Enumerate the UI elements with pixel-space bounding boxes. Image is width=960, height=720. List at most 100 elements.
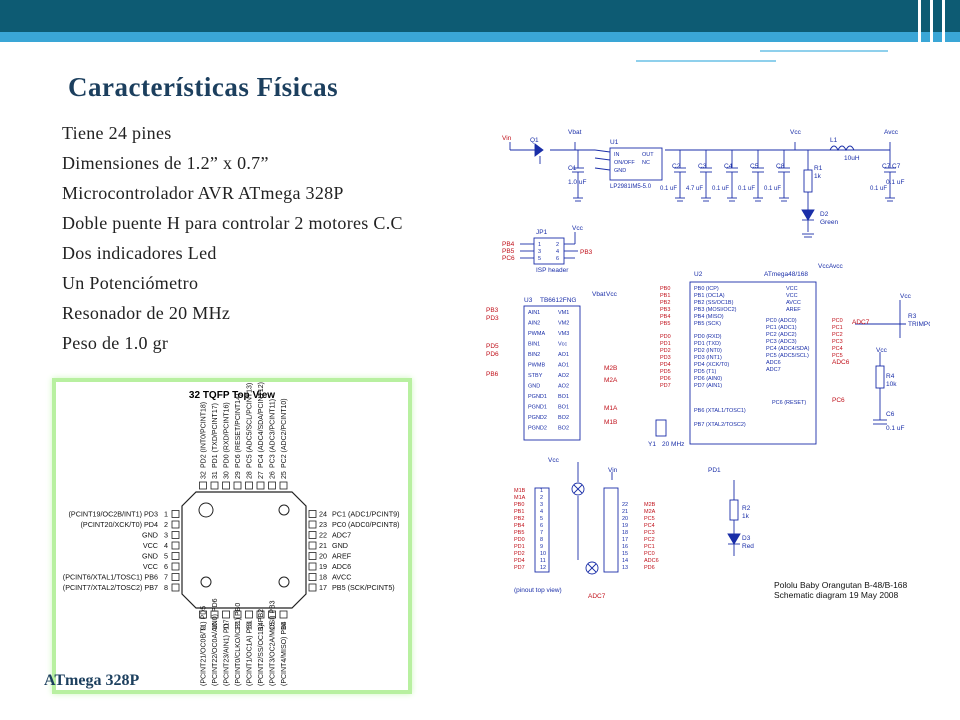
schematic-label: U1 — [610, 139, 619, 146]
schematic-label: PB5 — [502, 248, 515, 255]
schematic-label: M1A — [514, 495, 526, 501]
schematic-label: PC3 — [644, 530, 655, 536]
schematic-label: Green — [820, 219, 838, 226]
chip-pin-number: 23 — [319, 520, 327, 529]
schematic-label: R2 — [742, 505, 751, 512]
schematic-label: 12 — [540, 565, 546, 571]
schematic-label: 16 — [622, 544, 628, 550]
schematic-label: ATmega48/168 — [764, 271, 808, 278]
chip-pin-label: PB5 (SCK/PCINT5) — [332, 583, 395, 592]
header-bar — [0, 0, 960, 32]
schematic-label: 4.7 uF — [686, 186, 703, 192]
schematic-label: 1 — [538, 242, 541, 248]
chip-pin-number: 31 — [212, 471, 219, 479]
schematic-label: Q1 — [530, 137, 539, 144]
schematic-label: M2A — [604, 377, 618, 384]
schematic-label: PB3 (MOSI/OC2) — [694, 307, 737, 313]
schematic-label: PD3 (INT1) — [694, 355, 722, 361]
chip-pin — [256, 610, 265, 619]
schematic-label: 6 — [556, 256, 559, 262]
chip-pin — [171, 541, 180, 550]
feature-item: Microcontrolador AVR ATmega 328P — [62, 183, 344, 203]
header-thin-line — [760, 50, 888, 52]
chip-pin-label: AREF — [332, 552, 352, 561]
schematic-label: 1k — [814, 173, 822, 180]
chip-pin-label: (PCINT23/AIN1) PD7 — [224, 619, 231, 686]
schematic-label: 0.1 uF — [886, 425, 904, 432]
schematic-label: PD6 — [486, 351, 499, 358]
chip-mark — [278, 504, 290, 516]
schematic-label: PC0 (ADC0) — [766, 318, 797, 324]
chip-mark — [278, 576, 290, 588]
chip-pin — [171, 583, 180, 592]
schematic-label: M2B — [604, 365, 617, 372]
chip-pin-number: 11 — [224, 623, 231, 630]
schematic-label: 21 — [622, 509, 628, 515]
schematic-label: PC6 — [832, 397, 845, 404]
schematic-label: 0.1 uF — [886, 179, 904, 186]
schematic-label: PD7 — [514, 565, 525, 571]
schematic-label: C7 — [892, 163, 901, 170]
schematic-label: 0.1 uF — [764, 186, 781, 192]
chip-pin-number: 25 — [281, 471, 288, 479]
chip-pin — [279, 610, 288, 619]
schematic-label: PD4 — [514, 558, 525, 564]
chip-pin-label: (PCINT2/SS/OC1B) PB2 — [258, 609, 265, 686]
schematic-label: 15 — [622, 551, 628, 557]
schematic-title: Pololu Baby Orangutan B-48/B-168 — [774, 580, 908, 590]
header-divider — [930, 0, 933, 32]
chip-pin — [279, 481, 288, 490]
header-accent — [945, 32, 960, 42]
chip-pin — [308, 510, 317, 518]
schematic-label: PB4 (MISO) — [694, 314, 724, 320]
schematic-label: PB3 — [660, 307, 670, 313]
schematic-label: BIN1 — [528, 342, 540, 348]
chip-pin-number: 30 — [224, 471, 231, 479]
schematic-label: PC1 — [832, 325, 843, 331]
chip-pin-label: ADC7 — [332, 531, 351, 540]
schematic-label: ADC6 — [644, 558, 659, 564]
schematic-label: TRIMPOT — [908, 321, 930, 328]
schematic-label: 1k — [742, 513, 750, 520]
schematic-label: PC3 — [832, 339, 843, 345]
schematic-label: PGND1 — [528, 405, 547, 411]
schematic-label: PB6 (XTAL1/TOSC1) — [694, 408, 746, 414]
chip-pin — [308, 573, 317, 581]
feature-list: Tiene 24 pines Dimensiones de 1.2” x 0.7… — [62, 118, 403, 358]
schematic-label: 20 — [622, 516, 628, 522]
schematic-label: PB1 — [660, 293, 670, 299]
schematic-label: PD0 — [660, 334, 671, 340]
schematic-label: 10k — [886, 381, 897, 388]
schematic-label: PB4 — [660, 314, 670, 320]
schematic-label: Red — [742, 543, 754, 550]
schematic-label: AIN1 — [528, 310, 540, 316]
schematic-label: PC2 — [644, 537, 655, 543]
schematic-label: PC6 — [502, 255, 515, 262]
schematic-label: PC5 — [644, 516, 655, 522]
chip-pin-number: 2 — [164, 520, 168, 529]
chip-mark — [200, 576, 212, 588]
chip-pin-number: 32 — [201, 471, 208, 479]
schematic-label: PC5 — [832, 353, 843, 359]
schematic-label: M1B — [604, 419, 617, 426]
chip-pin-number: 3 — [164, 531, 168, 540]
chip-pin — [245, 481, 253, 490]
schematic-label: M1A — [604, 405, 618, 412]
schematic-label: PGND2 — [528, 426, 547, 432]
chip-pin — [308, 541, 317, 550]
schematic-label: PD1 — [514, 544, 525, 550]
schematic-label: ON/OFF — [614, 160, 635, 166]
schematic-label: PB5 (SCK) — [694, 321, 721, 327]
chip-pin-number: 7 — [164, 573, 168, 582]
slide-title: Características Físicas — [68, 72, 339, 102]
chip-pin-number: 15 — [270, 622, 277, 630]
schematic-label: Vcc — [572, 225, 584, 232]
chip-pin — [171, 531, 180, 539]
chip-pin-number: 10 — [212, 622, 219, 630]
schematic-label: LP2981IM5-5.0 — [610, 184, 652, 190]
schematic-label: PC4 (ADC4/SDA) — [766, 346, 810, 352]
schematic-label: PD0 — [514, 537, 525, 543]
schematic-label: 10uH — [844, 155, 860, 162]
